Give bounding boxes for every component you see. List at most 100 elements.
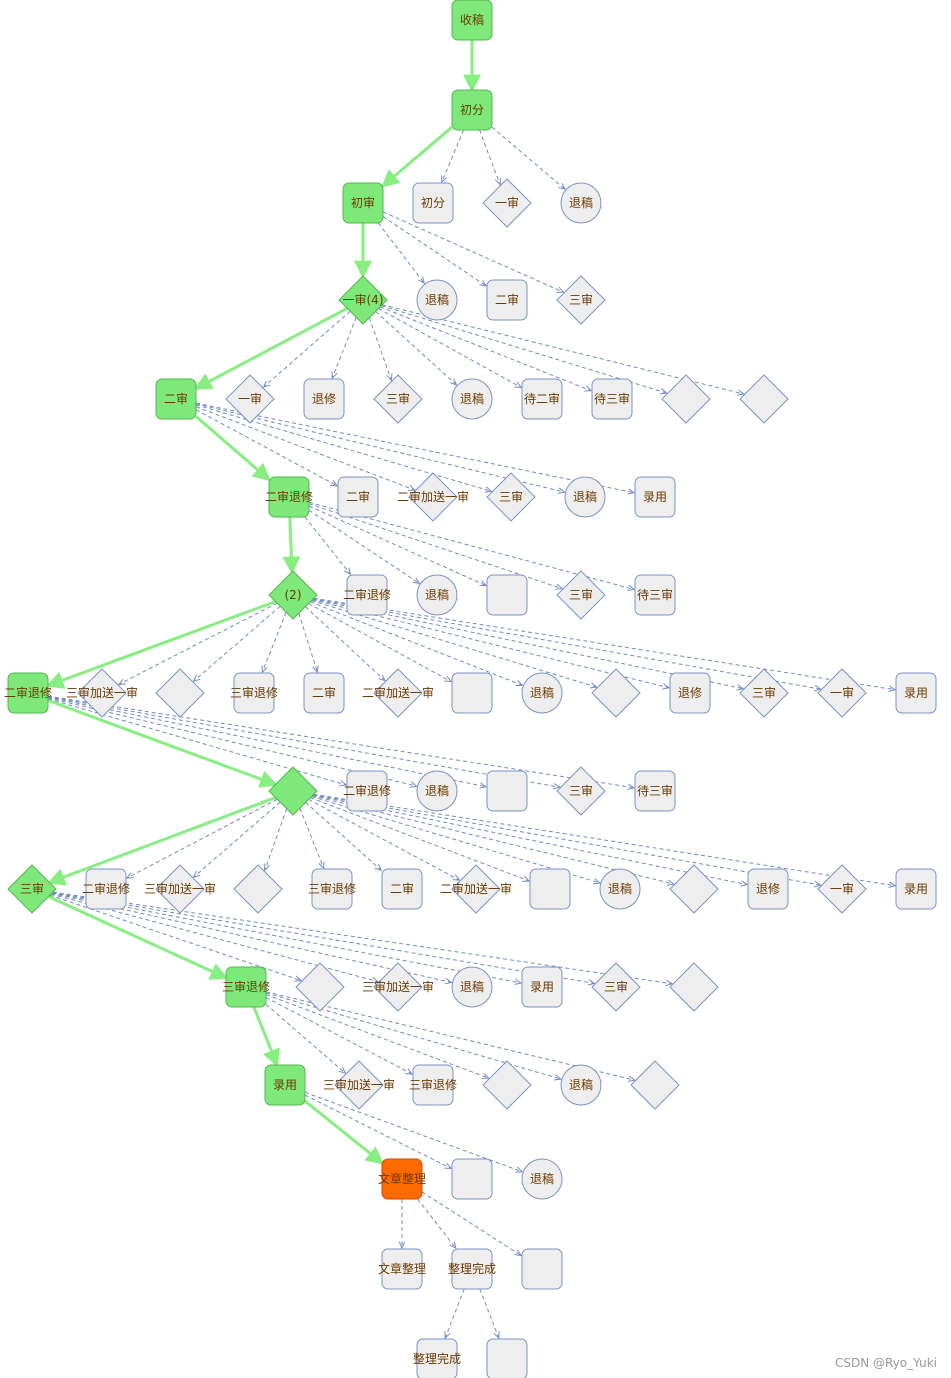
node-circle-option[interactable]: 退稿 (416, 574, 458, 616)
node-diamond-path[interactable] (268, 766, 318, 816)
node-diamond-path[interactable]: 一审(4) (338, 275, 388, 325)
node-diamond-option[interactable] (155, 668, 205, 718)
node-box-option[interactable]: 初分 (412, 182, 454, 224)
node-label: 录用 (904, 686, 928, 700)
node-box-option[interactable]: 二审 (381, 868, 423, 910)
node-circle-option[interactable]: 退稿 (451, 378, 493, 420)
node-shape (634, 574, 676, 616)
node-label: (2) (285, 588, 302, 602)
node-circle-option[interactable]: 退稿 (416, 279, 458, 321)
node-box-option[interactable]: 退修 (303, 378, 345, 420)
node-diamond-option[interactable] (295, 962, 345, 1012)
node-shape (416, 770, 458, 812)
node-diamond-option[interactable]: 三审 (591, 962, 641, 1012)
node-label: 待三审 (594, 391, 630, 406)
node-diamond-path[interactable]: (2) (268, 570, 318, 620)
node-box-option[interactable] (486, 574, 528, 616)
node-box-option[interactable]: 整理完成 (413, 1338, 461, 1378)
node-diamond-option[interactable]: 三审 (739, 668, 789, 718)
node-box-option[interactable] (529, 868, 571, 910)
node-diamond-path[interactable]: 三审 (7, 864, 57, 914)
node-diamond-option[interactable]: 三审 (486, 472, 536, 522)
node-circle-option[interactable]: 退稿 (416, 770, 458, 812)
node-box-option[interactable]: 录用 (895, 672, 937, 714)
node-shape (669, 962, 719, 1012)
node-diamond-option[interactable] (669, 864, 719, 914)
node-diamond-option[interactable] (669, 962, 719, 1012)
node-box-path[interactable]: 录用 (264, 1064, 306, 1106)
node-diamond-option[interactable]: 二审加送一审 (397, 472, 469, 522)
node-diamond-option[interactable] (630, 1060, 680, 1110)
node-circle-option[interactable]: 退稿 (521, 672, 563, 714)
node-box-option[interactable]: 二审 (303, 672, 345, 714)
node-box-option[interactable]: 整理完成 (448, 1248, 496, 1290)
node-diamond-option[interactable]: 一审 (225, 374, 275, 424)
node-box-option[interactable]: 退修 (747, 868, 789, 910)
node-diamond-option[interactable] (591, 668, 641, 718)
node-box-path[interactable]: 二审退修 (4, 672, 52, 714)
node-box-option[interactable]: 三审退修 (308, 868, 356, 910)
node-diamond-option[interactable] (482, 1060, 532, 1110)
node-label: 退稿 (530, 685, 554, 700)
node-box-option[interactable]: 三审退修 (409, 1064, 457, 1106)
node-box-option[interactable]: 三审退修 (230, 672, 278, 714)
node-box-option[interactable] (521, 1248, 563, 1290)
node-box-option[interactable]: 二审退修 (343, 770, 391, 812)
node-box-option[interactable]: 录用 (634, 476, 676, 518)
node-diamond-option[interactable]: 三审 (373, 374, 423, 424)
node-box-path[interactable]: 二审退修 (265, 476, 313, 518)
node-box-option[interactable]: 录用 (521, 966, 563, 1008)
node-diamond-option[interactable]: 三审 (556, 275, 606, 325)
node-circle-option[interactable]: 退稿 (599, 868, 641, 910)
node-diamond-option[interactable]: 一审 (482, 178, 532, 228)
option-edge (119, 602, 278, 684)
node-box-option[interactable]: 待三审 (634, 574, 676, 616)
node-box-path[interactable]: 二审 (155, 378, 197, 420)
node-diamond-option[interactable]: 三审加送一审 (362, 962, 434, 1012)
node-box-option[interactable]: 待三审 (634, 770, 676, 812)
node-box-option[interactable] (486, 770, 528, 812)
node-circle-option[interactable]: 退稿 (521, 1158, 563, 1200)
node-box-option[interactable]: 退修 (669, 672, 711, 714)
node-box-option[interactable] (451, 672, 493, 714)
node-diamond-option[interactable]: 三审 (556, 570, 606, 620)
node-circle-option[interactable]: 退稿 (451, 966, 493, 1008)
node-label: 退稿 (425, 587, 449, 602)
node-box-path[interactable]: 初审 (342, 182, 384, 224)
node-box-path[interactable]: 收稿 (451, 0, 493, 41)
node-box-path[interactable]: 初分 (451, 89, 493, 131)
node-box-option[interactable]: 二审退修 (82, 868, 130, 910)
node-diamond-option[interactable] (661, 374, 711, 424)
node-box-option[interactable]: 文章整理 (378, 1248, 426, 1290)
option-edge (312, 599, 669, 688)
node-label: 二审退修 (343, 783, 391, 798)
node-diamond-option[interactable]: 三审 (556, 766, 606, 816)
node-box-option[interactable] (451, 1158, 493, 1200)
node-circle-option[interactable]: 退稿 (564, 476, 606, 518)
node-box-current[interactable]: 文章整理 (378, 1158, 426, 1200)
node-diamond-option[interactable] (739, 374, 789, 424)
node-box-option[interactable]: 待二审 (521, 378, 563, 420)
node-diamond-option[interactable]: 三审加送一审 (144, 864, 216, 914)
node-label: 二审退修 (343, 587, 391, 602)
node-diamond-option[interactable]: 一审 (817, 864, 867, 914)
node-box-option[interactable]: 待三审 (591, 378, 633, 420)
node-diamond-option[interactable]: 二审加送一审 (362, 668, 434, 718)
node-diamond-option[interactable]: 三审加送一审 (323, 1060, 395, 1110)
node-diamond-option[interactable]: 二审加送一审 (440, 864, 512, 914)
node-box-option[interactable]: 录用 (895, 868, 937, 910)
node-circle-option[interactable]: 退稿 (560, 182, 602, 224)
node-diamond-option[interactable] (233, 864, 283, 914)
node-shape (591, 962, 641, 1012)
option-edge (308, 505, 486, 586)
node-box-option[interactable]: 二审 (337, 476, 379, 518)
node-diamond-option[interactable]: 一审 (817, 668, 867, 718)
node-circle-option[interactable]: 退稿 (560, 1064, 602, 1106)
node-box-path[interactable]: 三审退修 (222, 966, 270, 1008)
node-box-option[interactable]: 二审 (486, 279, 528, 321)
node-label: 待三审 (637, 587, 673, 602)
node-box-option[interactable] (486, 1338, 528, 1378)
node-box-option[interactable]: 二审退修 (343, 574, 391, 616)
node-diamond-option[interactable]: 三审加送一审 (66, 668, 138, 718)
